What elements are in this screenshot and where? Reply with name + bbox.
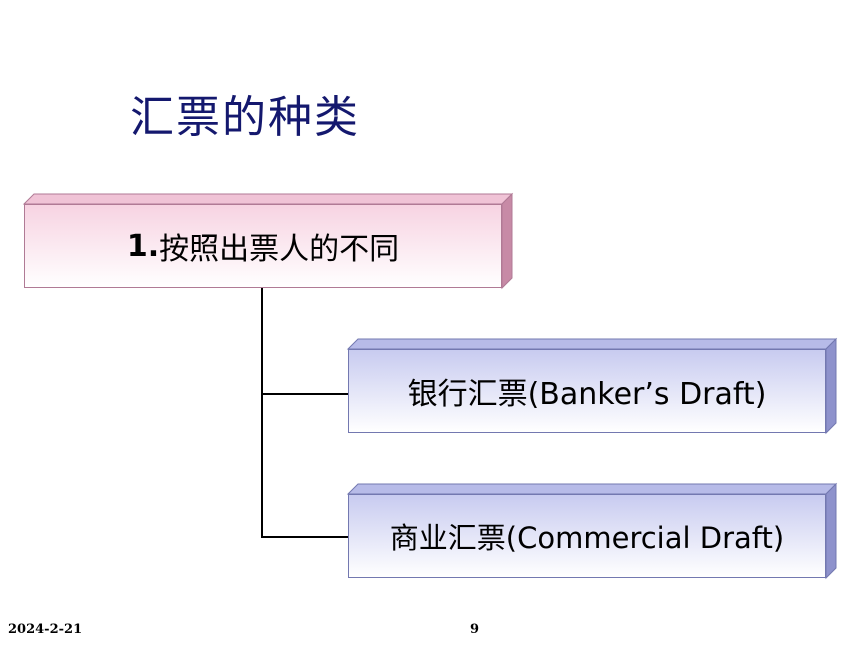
page-number: 9 (470, 622, 480, 637)
root-node-number: 1. (126, 228, 160, 264)
connector-branch-1 (261, 393, 349, 395)
child-node-face: 银行汇票(Banker’s Draft) (348, 349, 826, 433)
child-node-bank-draft: 银行汇票(Banker’s Draft) (346, 337, 838, 443)
root-node-3d-edge (22, 192, 514, 290)
child-node-face: 商业汇票(Commercial Draft) (348, 494, 826, 578)
child-node-3d-edge (346, 337, 838, 435)
footer-date: 2024-2-21 (8, 622, 83, 637)
slide-title: 汇票的种类 (130, 92, 360, 143)
root-node: 1. 按照出票人的不同 (22, 192, 514, 298)
connector-vertical (261, 288, 263, 538)
child-node-commercial-draft: 商业汇票(Commercial Draft) (346, 482, 838, 588)
connector-branch-2 (261, 536, 349, 538)
child-node-3d-edge (346, 482, 838, 580)
root-node-label: 按照出票人的不同 (159, 232, 400, 267)
root-node-face: 1. 按照出票人的不同 (24, 204, 502, 288)
